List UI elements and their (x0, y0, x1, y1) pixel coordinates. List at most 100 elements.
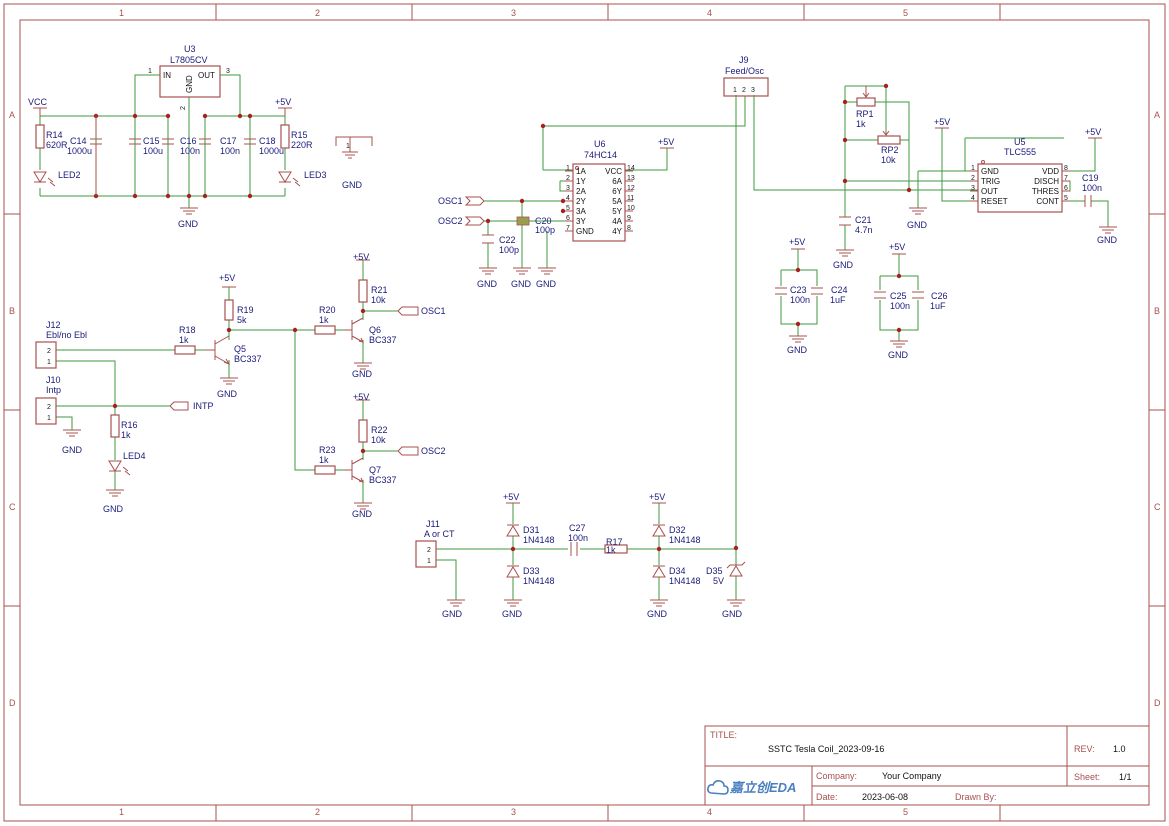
led2[interactable]: LED2 (33, 170, 81, 187)
row-label: C (1154, 502, 1161, 512)
pin-number: 14 (627, 165, 635, 172)
resistor-r20[interactable]: R20 1k (314, 305, 336, 335)
svg-text:620R: 620R (46, 140, 68, 150)
resistor-r17[interactable]: R17 1k (604, 537, 628, 555)
svg-text:GND: GND (722, 609, 743, 619)
svg-text:OUT: OUT (198, 71, 215, 80)
diode-d32[interactable]: D32 1N4148 (652, 524, 701, 545)
ground-symbol: GND (647, 599, 668, 619)
resistor-r23[interactable]: R23 1k (314, 445, 336, 475)
svg-text:100n: 100n (568, 533, 588, 543)
capacitor-c21[interactable]: C21 4.7n (839, 215, 873, 235)
svg-text:OSC2: OSC2 (438, 216, 463, 226)
led3[interactable]: LED3 (278, 170, 327, 187)
power-5v-symbol: +5V (353, 252, 370, 262)
capacitor-c15[interactable]: C15 100u (129, 136, 163, 156)
capacitor-c27[interactable]: C27 100n (568, 523, 588, 556)
svg-text:BC337: BC337 (234, 354, 262, 364)
svg-text:C24: C24 (831, 285, 848, 295)
svg-text:100n: 100n (180, 146, 200, 156)
connector-j10[interactable]: 2 1 J10 Intp (35, 375, 61, 425)
rev-label: REV: (1074, 744, 1095, 754)
row-label: A (1154, 110, 1160, 120)
svg-text:1k: 1k (121, 430, 131, 440)
power-supply-section: IN OUT GND 1 3 2 U3 L7805CV R14 620R LED… (28, 44, 373, 229)
resistor-r19[interactable]: R19 5k (224, 299, 254, 325)
diode-d31[interactable]: D31 1N4148 (506, 524, 555, 545)
capacitor-c24[interactable]: C24 1uF (811, 285, 848, 305)
connector-j12[interactable]: 2 1 J12 Ebl/no Ebl (35, 320, 87, 369)
capacitor-c18[interactable]: C18 1000u (244, 136, 284, 156)
capacitor-c25[interactable]: C25 100n (874, 291, 910, 311)
transistor-q7[interactable]: Q7 BC337 (343, 457, 397, 485)
resistor-r16[interactable]: R16 1k (110, 414, 138, 440)
row-label: D (9, 698, 16, 708)
power-5v-symbol: +5V (353, 392, 370, 402)
svg-text:U5: U5 (1014, 137, 1026, 147)
svg-text:GND: GND (647, 609, 668, 619)
svg-text:R18: R18 (179, 325, 196, 335)
capacitor-c26[interactable]: C26 1uF (912, 291, 948, 311)
connector-j11[interactable]: 2 1 J11 A or CT (415, 519, 455, 568)
diode-d34[interactable]: D34 1N4148 (652, 565, 701, 586)
svg-text:R19: R19 (237, 305, 254, 315)
svg-text:74HC14: 74HC14 (584, 150, 617, 160)
svg-text:+5V: +5V (503, 492, 519, 502)
svg-text:Ebl/no Ebl: Ebl/no Ebl (46, 330, 87, 340)
svg-text:GND: GND (178, 219, 199, 229)
pin-name: 6Y (612, 187, 622, 196)
svg-text:1: 1 (47, 359, 51, 366)
svg-text:R21: R21 (371, 285, 388, 295)
svg-text:5V: 5V (713, 576, 724, 586)
resistor-r21[interactable]: R21 10k (358, 279, 388, 305)
resistor-r22[interactable]: R22 10k (358, 419, 388, 445)
svg-text:5k: 5k (237, 315, 247, 325)
svg-text:1k: 1k (179, 335, 189, 345)
svg-text:GND: GND (1097, 235, 1118, 245)
svg-text:J10: J10 (46, 375, 61, 385)
ground-symbol: GND (722, 599, 745, 619)
regulator-u3[interactable]: IN OUT GND 1 3 2 U3 L7805CV (148, 44, 230, 110)
pin-name: 6A (612, 177, 622, 186)
capacitor-c20[interactable]: C20 100p (516, 216, 555, 235)
led4[interactable]: LED4 (108, 451, 146, 476)
power-5v-symbol: +5V (889, 242, 906, 255)
svg-text:R16: R16 (121, 420, 138, 430)
resistor-r14[interactable]: R14 620R (35, 124, 68, 150)
svg-text:2: 2 (47, 348, 51, 355)
capacitor-c19[interactable]: C19 100n (1082, 173, 1102, 207)
zener-d35[interactable]: D35 5V (706, 561, 746, 586)
resistor-r18[interactable]: R18 1k (174, 325, 196, 355)
transistor-q6[interactable]: Q6 BC337 (343, 317, 397, 345)
capacitor-c16[interactable]: C16 100n (162, 136, 200, 156)
potentiometer-rp2[interactable]: RP2 10k (877, 130, 901, 165)
svg-text:GND: GND (352, 369, 373, 379)
power-5v-symbol: +5V (934, 117, 950, 129)
svg-text:1k: 1k (606, 545, 616, 555)
pin-number: 11 (627, 195, 634, 202)
col-label: 2 (315, 8, 320, 18)
col-label: 1 (119, 8, 124, 18)
svg-text:OSC1: OSC1 (421, 306, 446, 316)
svg-text:GND: GND (103, 504, 124, 514)
svg-text:+5V: +5V (275, 97, 291, 107)
capacitor-c17[interactable]: C17 100n (199, 136, 240, 156)
capacitor-c22[interactable]: C22 100p (482, 234, 519, 255)
resistor-r15[interactable]: R15 220R (280, 124, 313, 150)
svg-text:TLC555: TLC555 (1004, 147, 1036, 157)
potentiometer-rp1[interactable]: RP1 1k (856, 86, 876, 129)
sheet-value: 1/1 (1119, 772, 1132, 782)
ground-symbol: GND (217, 377, 238, 399)
drawn-label: Drawn By: (955, 792, 997, 802)
diode-d33[interactable]: D33 1N4148 (506, 565, 555, 586)
row-label: B (9, 306, 15, 316)
svg-text:GND: GND (62, 445, 83, 455)
capacitor-c14[interactable]: C14 1000u (67, 116, 102, 196)
col-label: 3 (511, 8, 516, 18)
capacitor-c23[interactable]: C23 100n (775, 285, 810, 305)
connector-j9[interactable]: J9 Feed/Osc 1 2 3 (723, 55, 769, 97)
svg-text:1: 1 (733, 87, 737, 94)
transistor-q5[interactable]: Q5 BC337 (205, 335, 262, 366)
